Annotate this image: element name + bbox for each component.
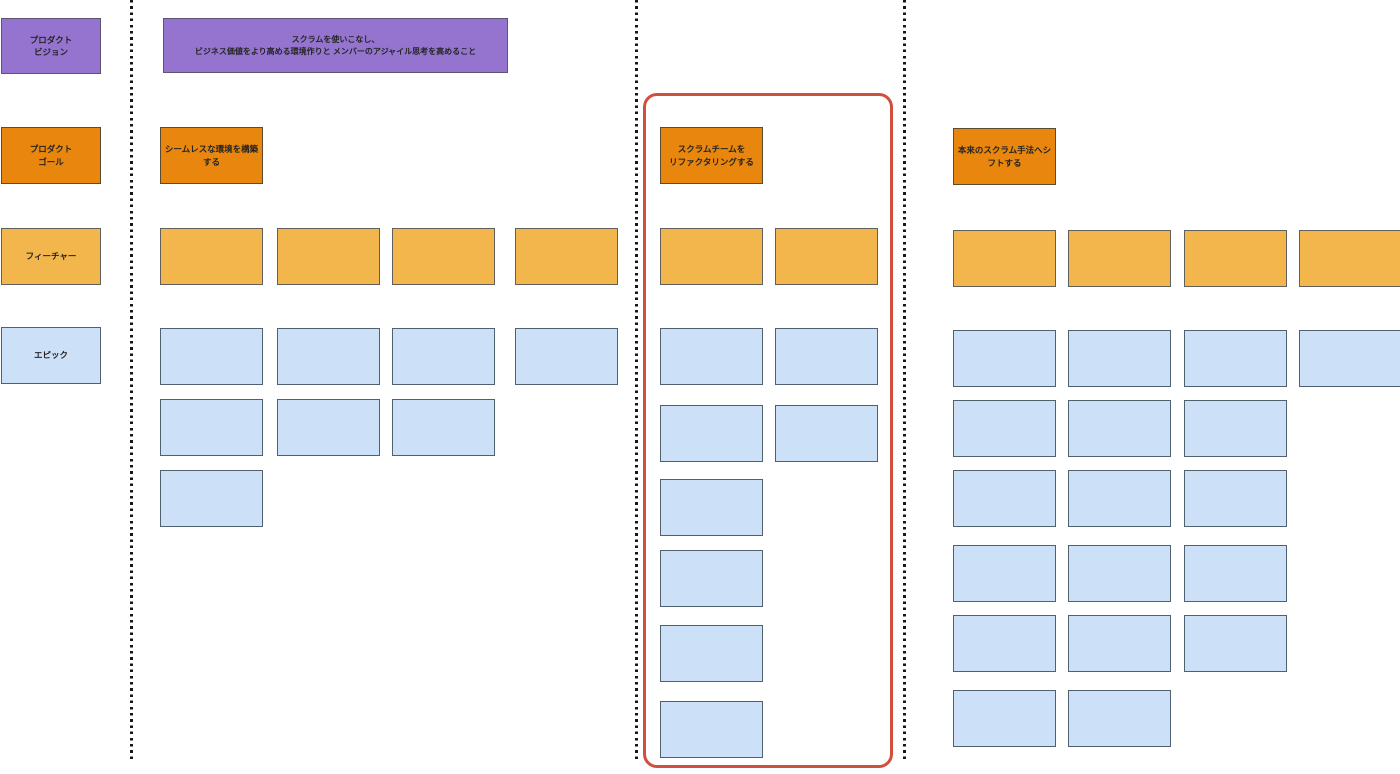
lane-divider bbox=[130, 0, 133, 762]
epic-card[interactable] bbox=[953, 330, 1056, 387]
epic-card[interactable] bbox=[160, 328, 263, 385]
epic-card[interactable] bbox=[775, 328, 878, 385]
product-goal-card-shift-to-original-scrum[interactable]: 本来のスクラム手法へシ フトする bbox=[953, 128, 1056, 185]
epic-card[interactable] bbox=[1299, 330, 1400, 387]
epic-card[interactable] bbox=[1068, 400, 1171, 457]
epic-card[interactable] bbox=[660, 479, 763, 536]
feature-card[interactable] bbox=[515, 228, 618, 285]
epic-card[interactable] bbox=[953, 545, 1056, 602]
epic-card[interactable] bbox=[1068, 545, 1171, 602]
epic-card[interactable] bbox=[775, 405, 878, 462]
epic-card[interactable] bbox=[660, 550, 763, 607]
epic-card[interactable] bbox=[277, 399, 380, 456]
feature-card[interactable] bbox=[160, 228, 263, 285]
epic-card[interactable] bbox=[1184, 615, 1287, 672]
epic-card[interactable] bbox=[1068, 615, 1171, 672]
feature-card[interactable] bbox=[1299, 230, 1400, 287]
product-goal-card-seamless-environment[interactable]: シームレスな環境を構築 する bbox=[160, 127, 263, 184]
epic-card[interactable] bbox=[1184, 545, 1287, 602]
legend-product-vision-card[interactable]: プロダクト ビジョン bbox=[1, 18, 101, 74]
legend-product-goal-card[interactable]: プロダクト ゴール bbox=[1, 127, 101, 184]
legend-feature-card[interactable]: フィーチャー bbox=[1, 228, 101, 285]
epic-card[interactable] bbox=[1184, 330, 1287, 387]
epic-card[interactable] bbox=[160, 470, 263, 527]
feature-card[interactable] bbox=[775, 228, 878, 285]
epic-card[interactable] bbox=[1068, 690, 1171, 747]
epic-card[interactable] bbox=[953, 400, 1056, 457]
epic-card[interactable] bbox=[392, 328, 495, 385]
epic-card[interactable] bbox=[392, 399, 495, 456]
epic-card[interactable] bbox=[660, 405, 763, 462]
epic-card[interactable] bbox=[660, 701, 763, 758]
feature-card[interactable] bbox=[392, 228, 495, 285]
epic-card[interactable] bbox=[1068, 330, 1171, 387]
epic-card[interactable] bbox=[953, 690, 1056, 747]
lane-divider bbox=[903, 0, 906, 762]
epic-card[interactable] bbox=[953, 470, 1056, 527]
epic-card[interactable] bbox=[1184, 400, 1287, 457]
product-goal-card-scrum-team-refactoring[interactable]: スクラムチームを リファクタリングする bbox=[660, 127, 763, 184]
epic-card[interactable] bbox=[160, 399, 263, 456]
epic-card[interactable] bbox=[1068, 470, 1171, 527]
lane-divider bbox=[635, 0, 638, 762]
epic-card[interactable] bbox=[660, 328, 763, 385]
epic-card[interactable] bbox=[515, 328, 618, 385]
epic-card[interactable] bbox=[660, 625, 763, 682]
epic-card[interactable] bbox=[277, 328, 380, 385]
feature-card[interactable] bbox=[660, 228, 763, 285]
feature-card[interactable] bbox=[1184, 230, 1287, 287]
feature-card[interactable] bbox=[1068, 230, 1171, 287]
highlight-frame[interactable] bbox=[643, 93, 893, 768]
legend-epic-card[interactable]: エピック bbox=[1, 327, 101, 384]
feature-card[interactable] bbox=[953, 230, 1056, 287]
epic-card[interactable] bbox=[953, 615, 1056, 672]
epic-card[interactable] bbox=[1184, 470, 1287, 527]
feature-card[interactable] bbox=[277, 228, 380, 285]
product-vision-banner[interactable]: スクラムを使いこなし、 ビジネス価値をより高める環境作りと メンバーのアジャイル… bbox=[163, 18, 508, 73]
